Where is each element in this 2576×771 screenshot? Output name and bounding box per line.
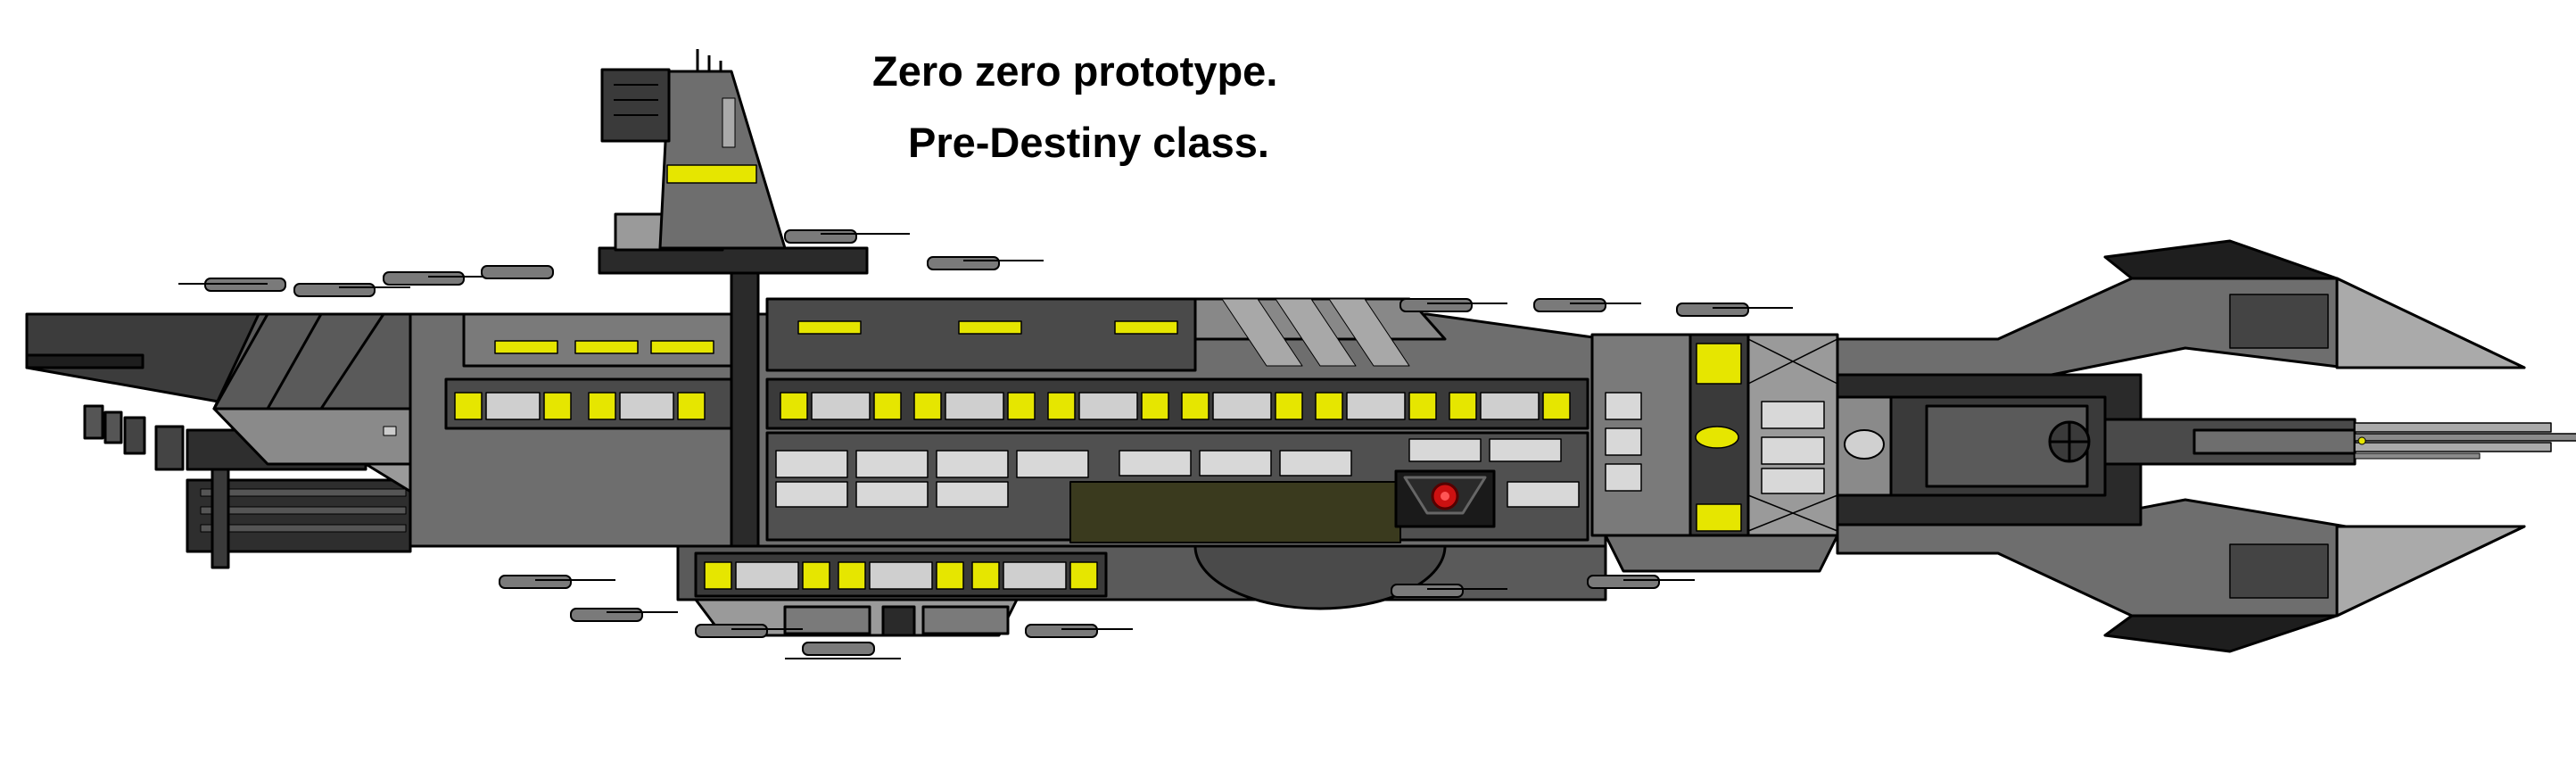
window-rows xyxy=(454,320,1580,508)
spinal-cannon xyxy=(2103,418,2576,466)
lower-hull xyxy=(676,544,1607,637)
title-line-2: Pre-Destiny class. xyxy=(908,119,1269,166)
midship-frame xyxy=(1590,333,1839,573)
forward-prongs xyxy=(1836,239,2526,653)
reactor-icon xyxy=(1403,476,1487,515)
bridge-tower xyxy=(598,49,869,275)
turret-icon xyxy=(178,229,1793,659)
title-line-1: Zero zero prototype. xyxy=(872,47,1278,95)
